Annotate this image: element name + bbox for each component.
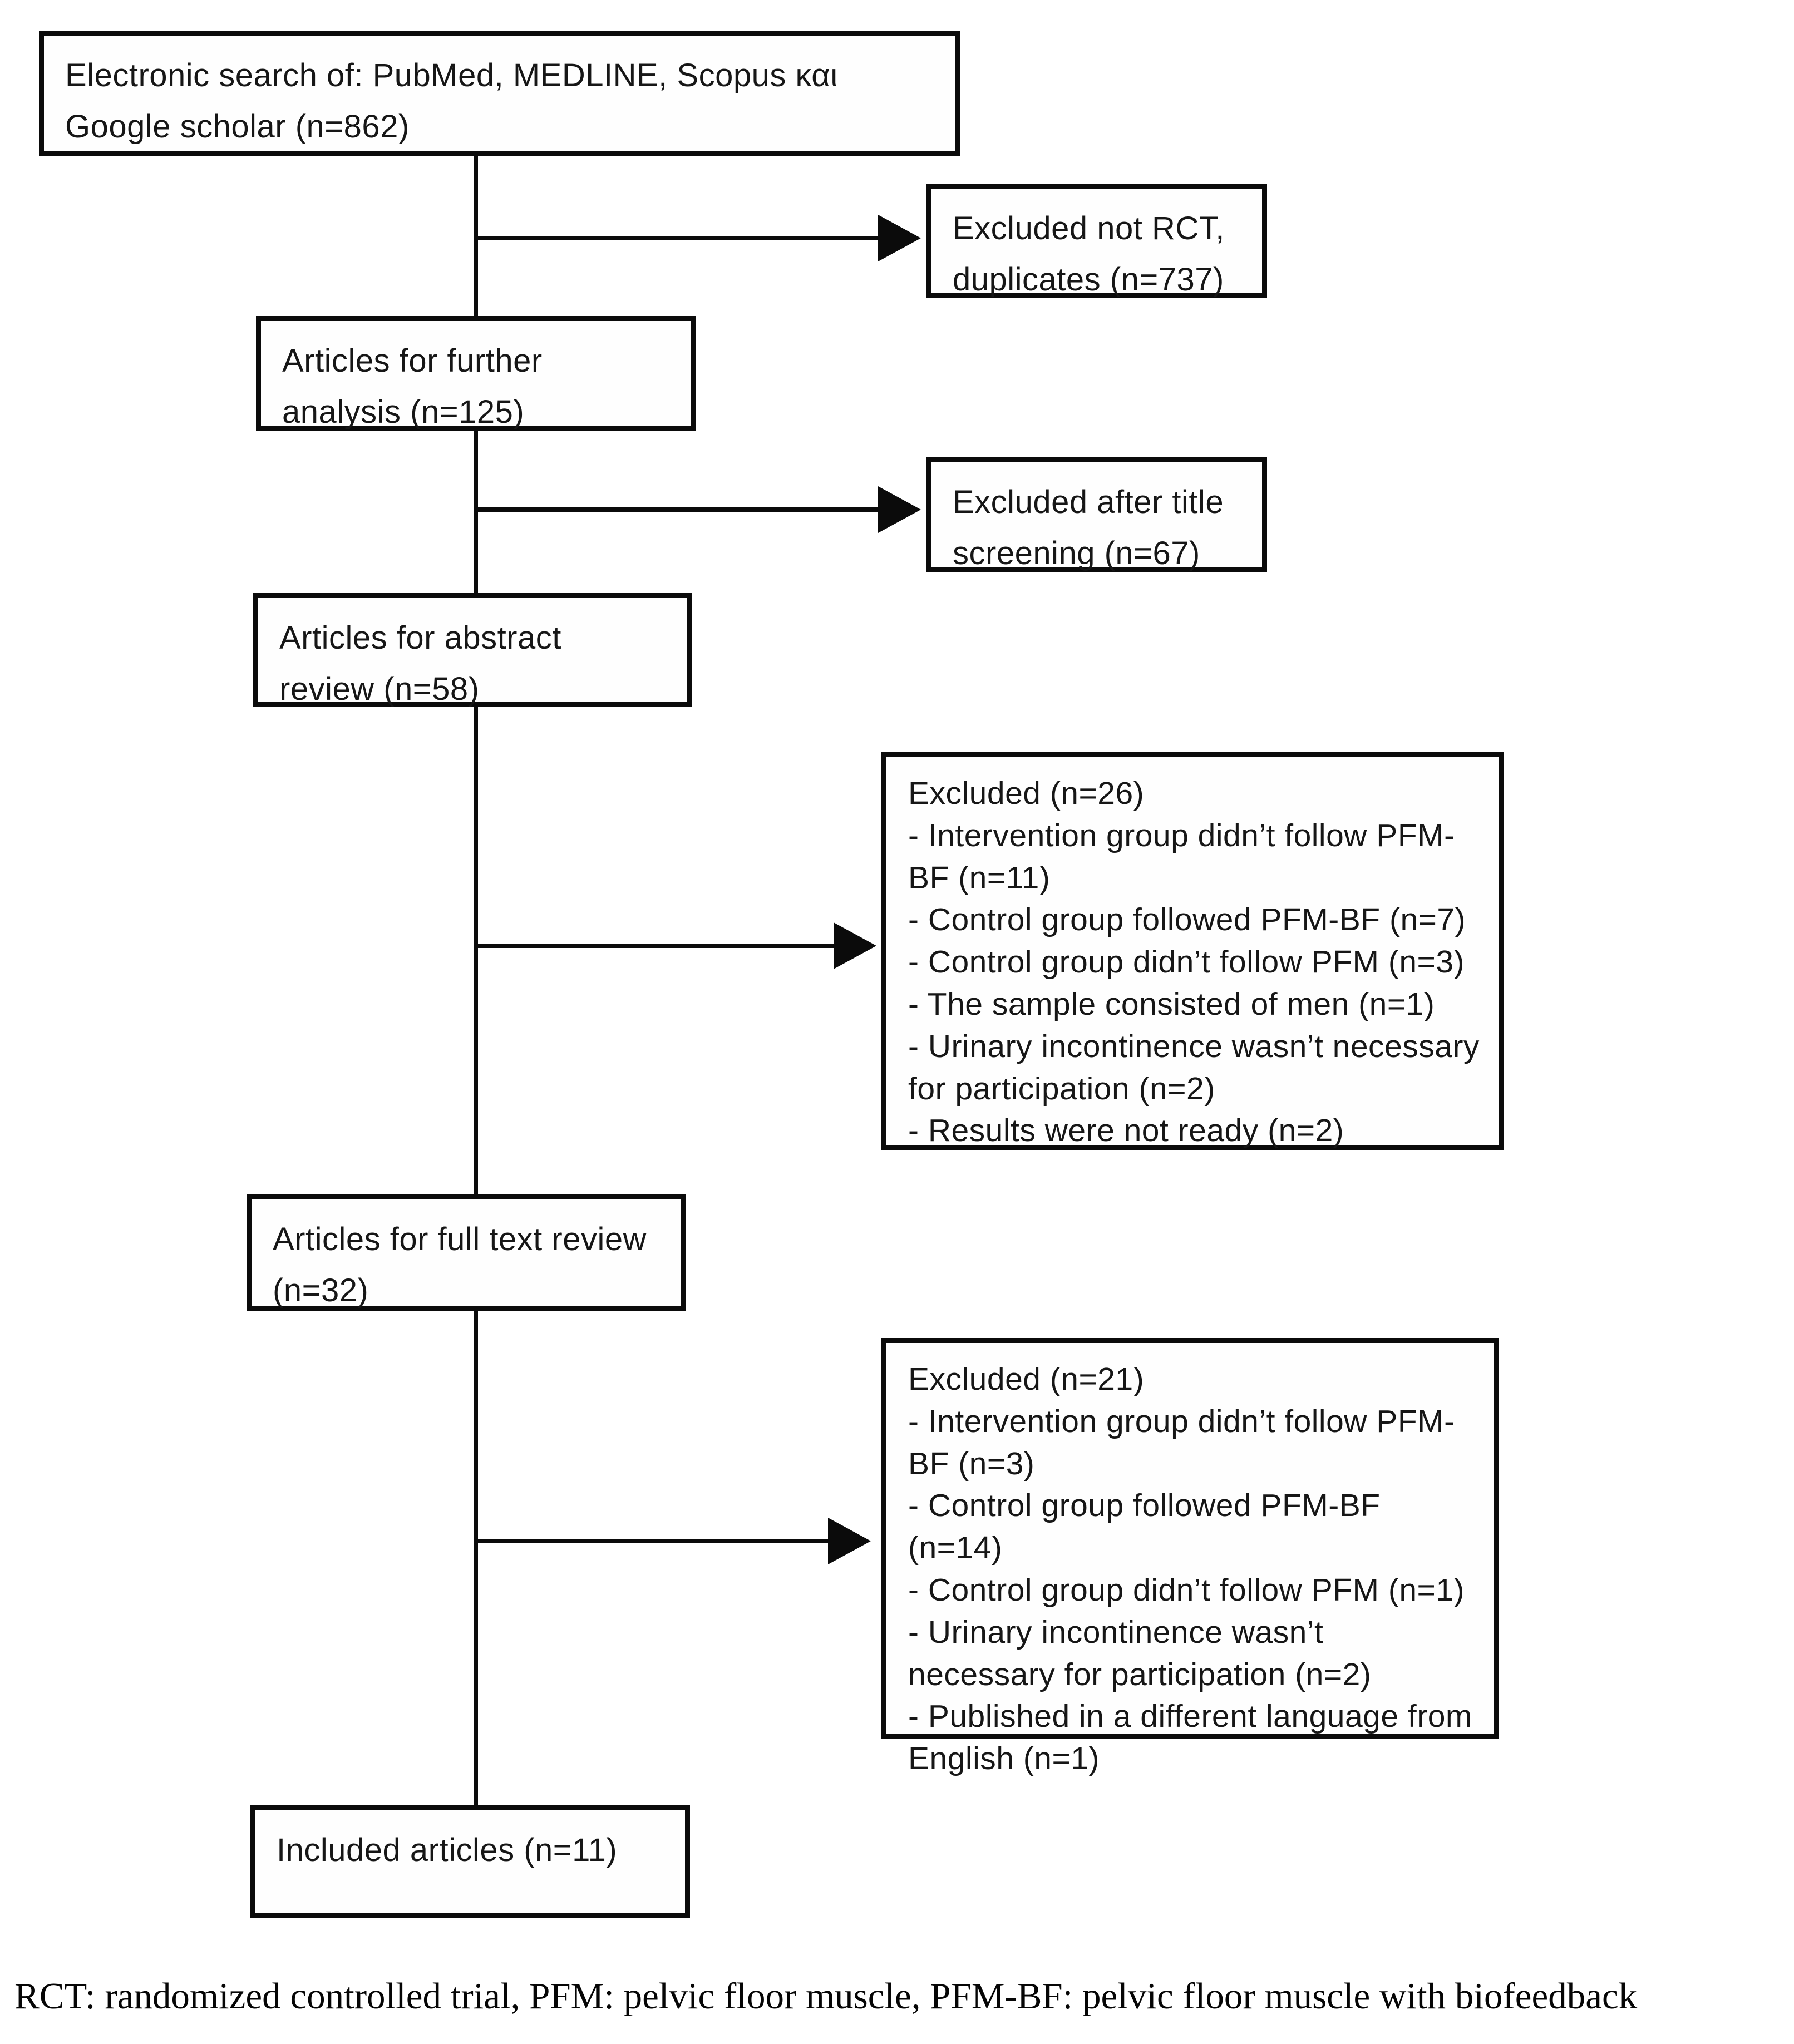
box-excluded-abstract-items: - Intervention group didn’t follow PFM-B… bbox=[908, 815, 1482, 1152]
exclusion-reason: - Urinary incontinence wasn’t necessary … bbox=[908, 1028, 1480, 1107]
box-excluded-full-text-title: Excluded (n=21) bbox=[908, 1361, 1145, 1397]
exclusion-reason: - Control group didn’t follow PFM (n=1) bbox=[908, 1572, 1465, 1608]
box-included-articles: Included articles (n=11) bbox=[250, 1805, 690, 1918]
arrow-to-excluded-abstract bbox=[476, 922, 876, 969]
arrow-to-excluded-full-text bbox=[476, 1518, 871, 1564]
exclusion-reason: - The sample consisted of men (n=1) bbox=[908, 986, 1435, 1022]
box-abstract-review: Articles for abstract review (n=58) bbox=[253, 593, 692, 707]
exclusion-reason: - Intervention group didn’t follow PFM-B… bbox=[908, 817, 1455, 896]
box-electronic-search: Electronic search of: PubMed, MEDLINE, S… bbox=[39, 31, 960, 156]
connector-abstract-review-to-full-text bbox=[474, 705, 478, 1197]
box-excluded-not-rct-text: Excluded not RCT, duplicates (n=737) bbox=[953, 210, 1225, 298]
box-excluded-full-text-items: - Intervention group didn’t follow PFM-B… bbox=[908, 1401, 1477, 1780]
connector-full-text-to-included bbox=[474, 1309, 478, 1808]
arrow-to-excluded-title-screening bbox=[476, 486, 921, 533]
box-excluded-not-rct: Excluded not RCT, duplicates (n=737) bbox=[926, 184, 1267, 298]
box-excluded-abstract: Excluded (n=26) - Intervention group did… bbox=[881, 752, 1504, 1150]
exclusion-reason: - Control group followed PFM-BF (n=14) bbox=[908, 1488, 1381, 1566]
box-further-analysis-text: Articles for further analysis (n=125) bbox=[282, 343, 543, 430]
box-excluded-title-screening: Excluded after title screening (n=67) bbox=[926, 457, 1267, 572]
box-excluded-abstract-title: Excluded (n=26) bbox=[908, 776, 1145, 811]
box-abstract-review-text: Articles for abstract review (n=58) bbox=[279, 620, 561, 707]
exclusion-reason: - Urinary incontinence wasn’t necessary … bbox=[908, 1614, 1372, 1692]
exclusion-reason: - Control group didn’t follow PFM (n=3) bbox=[908, 944, 1465, 980]
box-further-analysis: Articles for further analysis (n=125) bbox=[256, 316, 696, 431]
exclusion-reason: - Published in a different language from… bbox=[908, 1699, 1472, 1777]
box-electronic-search-text: Electronic search of: PubMed, MEDLINE, S… bbox=[65, 57, 838, 145]
connector-search-to-further-analysis bbox=[474, 155, 478, 319]
exclusion-reason: - Results were not ready (n=2) bbox=[908, 1113, 1344, 1149]
exclusion-reason: - Intervention group didn’t follow PFM-B… bbox=[908, 1403, 1455, 1482]
abbreviations-footnote: RCT: randomized controlled trial, PFM: p… bbox=[14, 1976, 1638, 2017]
box-excluded-title-screening-text: Excluded after title screening (n=67) bbox=[953, 484, 1224, 571]
box-included-articles-text: Included articles (n=11) bbox=[277, 1832, 618, 1868]
box-excluded-full-text: Excluded (n=21) - Intervention group did… bbox=[881, 1338, 1499, 1776]
box-full-text-review: Articles for full text review (n=32) bbox=[247, 1194, 686, 1311]
connector-further-analysis-to-abstract-review bbox=[474, 428, 478, 595]
arrow-to-excluded-not-rct bbox=[476, 215, 921, 261]
box-full-text-review-text: Articles for full text review (n=32) bbox=[273, 1221, 647, 1309]
exclusion-reason: - Control group followed PFM-BF (n=7) bbox=[908, 902, 1466, 938]
